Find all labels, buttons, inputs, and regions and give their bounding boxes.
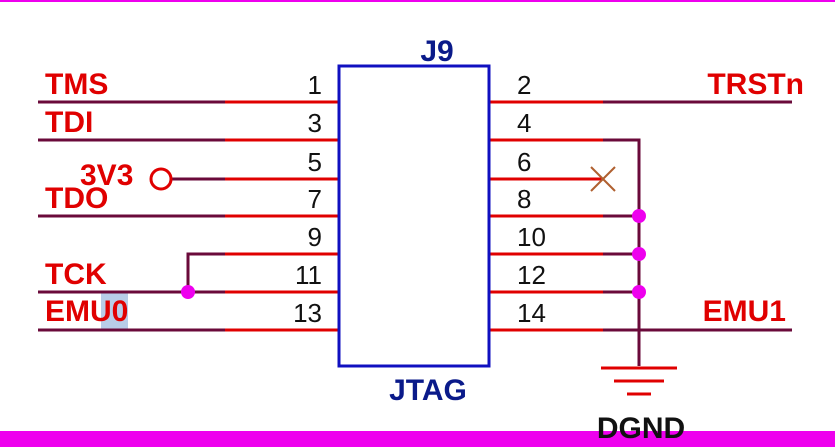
pin-number-8: 8 [517,184,531,214]
net-label-3v3[interactable]: 3V3 [80,159,133,192]
selection-highlight [101,291,128,329]
sheet-border-bottom [0,431,835,447]
net-label-tck[interactable]: TCK [45,258,107,291]
pin-number-11: 11 [295,260,322,290]
net-wires [38,100,792,366]
component-designator: J9 [420,35,453,68]
ground-symbol[interactable] [601,366,677,396]
power-port-3v3-circle[interactable] [149,167,173,191]
pin-number-6: 6 [517,147,531,177]
net-label-tdi[interactable]: TDI [45,106,93,139]
net-label-tdo[interactable]: TDO [45,182,108,215]
pin-number-4: 4 [517,108,531,138]
net-label-tms[interactable]: TMS [45,68,108,101]
junctions [181,209,646,299]
pin-number-1: 1 [308,70,322,100]
net-label-emu1[interactable]: EMU1 [703,295,786,328]
junction-gnd-10 [632,247,646,261]
junction-gnd-8 [632,209,646,223]
no-connect-marker[interactable] [590,166,616,192]
connector-body[interactable] [337,64,491,368]
pin-number-13: 13 [293,298,322,328]
pin-number-12: 12 [517,260,546,290]
no-connect-stroke-b [590,166,616,192]
junction-gnd-12 [632,285,646,299]
net-label-emu0[interactable]: EMU0 [45,295,128,328]
pin-lines [225,100,603,332]
net-label-trstn[interactable]: TRSTn [707,68,804,101]
pin-number-9: 9 [308,222,322,252]
pin-number-5: 5 [308,147,322,177]
pin-number-2: 2 [517,70,531,100]
net-labels: TMS TDI 3V3 TDO TCK EMU0 TRSTn EMU1 [45,68,804,328]
junction-tck [181,285,195,299]
wire-tck-pin9 [186,252,225,292]
pin-number-10: 10 [517,222,546,252]
pin-number-14: 14 [517,298,546,328]
component-value: JTAG [389,374,467,407]
pin-number-3: 3 [308,108,322,138]
ground-label: DGND [597,412,685,445]
pin-number-7: 7 [308,184,322,214]
